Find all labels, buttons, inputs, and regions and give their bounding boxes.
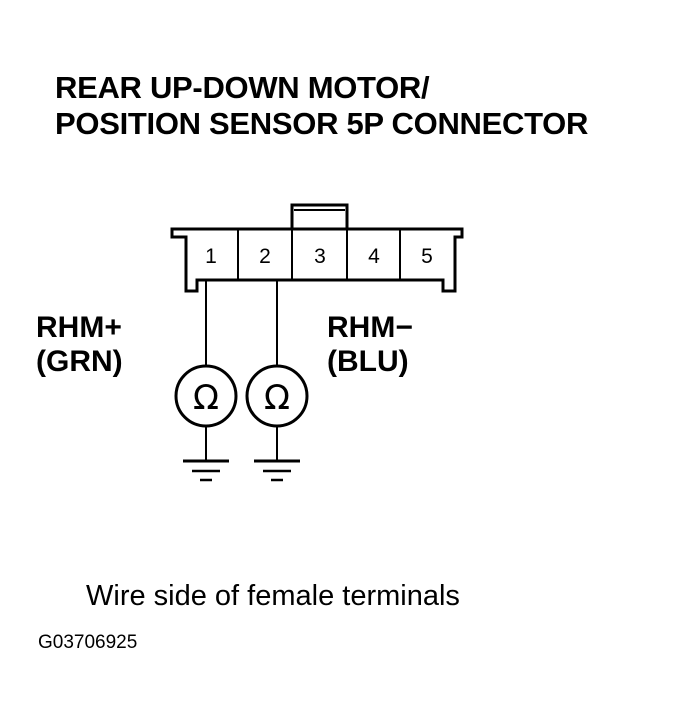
- wire-label-rhm-plus: RHM+ (GRN): [36, 311, 123, 379]
- title-line-1: REAR UP-DOWN MOTOR/: [55, 70, 430, 105]
- wire-color-grn: (GRN): [36, 345, 123, 378]
- figure-id: G03706925: [38, 632, 138, 653]
- ohm-symbol-1: Ω: [193, 378, 219, 418]
- wire-label-rhm-minus: RHM− (BLU): [327, 311, 413, 379]
- wire-name-rhm-plus: RHM+: [36, 311, 122, 344]
- wire-name-rhm-minus: RHM−: [327, 311, 413, 344]
- pin-number-2: 2: [259, 245, 271, 268]
- pin-number-1: 1: [205, 245, 217, 268]
- connector-housing: [170, 227, 464, 293]
- title-line-2: POSITION SENSOR 5P CONNECTOR: [55, 106, 589, 141]
- pin-number-5: 5: [421, 245, 433, 268]
- view-caption: Wire side of female terminals: [86, 580, 460, 612]
- ground-icon: [183, 459, 229, 482]
- ohm-symbol-2: Ω: [264, 378, 290, 418]
- connector-lock-tab: [290, 203, 349, 231]
- pin-number-3: 3: [314, 245, 326, 268]
- diagram-title: REAR UP-DOWN MOTOR/ POSITION SENSOR 5P C…: [55, 70, 588, 142]
- ground-icon: [254, 459, 300, 482]
- pin-number-4: 4: [368, 245, 380, 268]
- wire-color-blu: (BLU): [327, 345, 409, 378]
